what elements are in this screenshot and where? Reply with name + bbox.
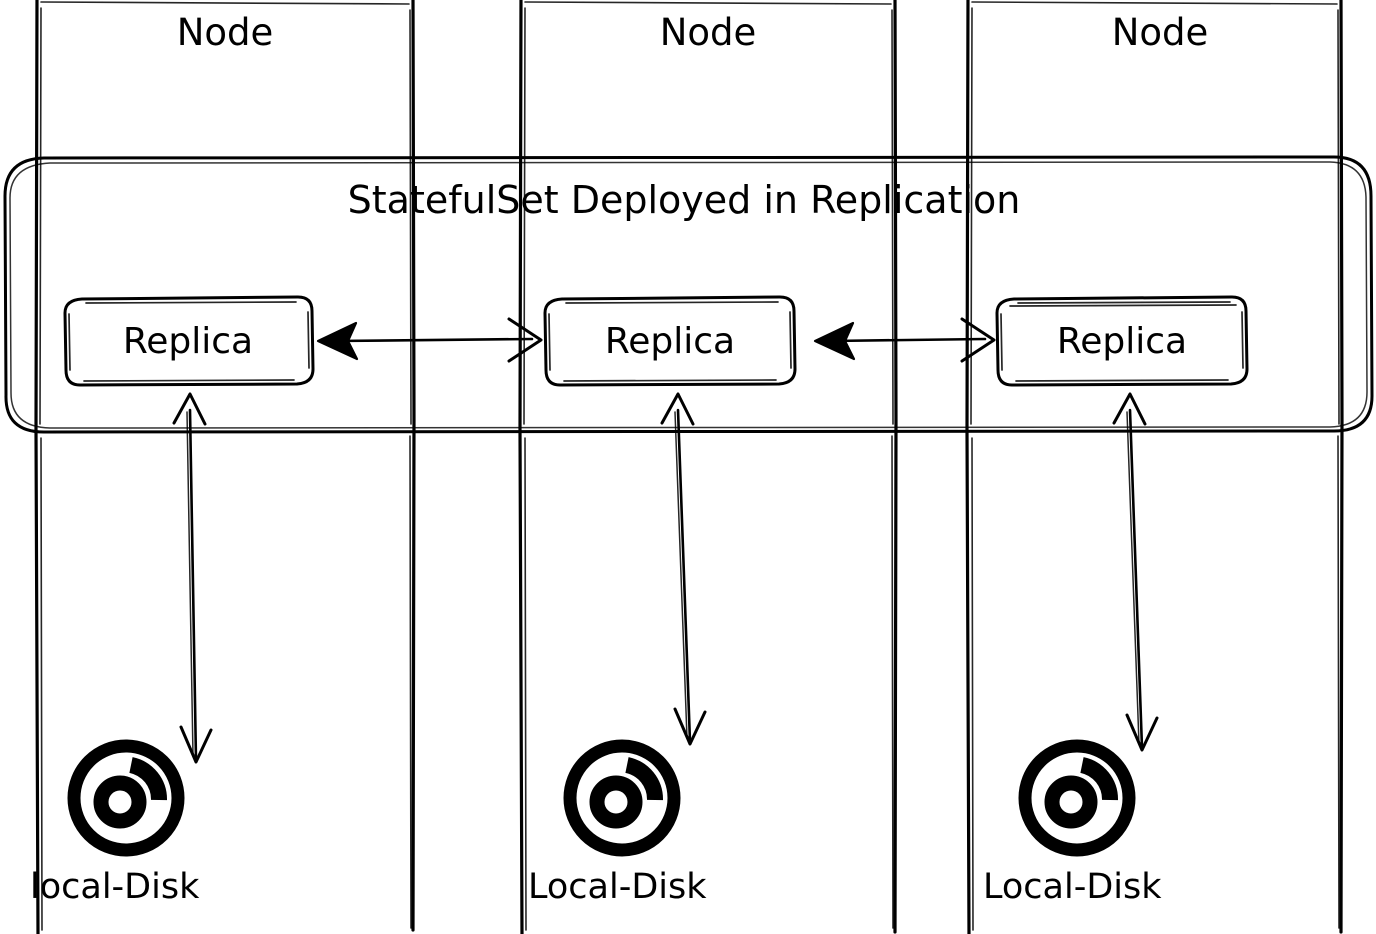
node-label-3: Node: [1112, 11, 1209, 54]
replication-arrow-2-3-head-left: [813, 321, 856, 361]
replication-arrow-2-3-line: [829, 337, 987, 343]
replication-arrow-1-2-head-right: [507, 317, 543, 363]
disk-link-2-line-ghost: [674, 411, 688, 739]
replica-group-3[interactable]: Replica: [995, 295, 1249, 387]
disk-link-2-line: [676, 408, 692, 744]
disk-link-1-line-ghost: [186, 411, 194, 757]
node-box-1-outline: [34, 0, 416, 934]
node-box-1-sketch-overlay: [39, 1, 412, 931]
disk-outer-ring-2: [563, 739, 681, 857]
node-group-1[interactable]: Node: [34, 0, 416, 934]
disk-link-1-head-up: [172, 392, 207, 426]
replication-arrow-2-3[interactable]: [813, 317, 996, 363]
disk-link-3-line: [1128, 408, 1144, 750]
replica-box-1-outline: [63, 295, 315, 387]
disk-outer-ring-1: [67, 739, 185, 857]
node-box-3-sketch-overlay: [970, 1, 1340, 931]
replica-box-3-sketch-overlay: [1000, 301, 1244, 382]
disk-link-3-head-down: [1125, 713, 1159, 752]
node-label-1: Node: [177, 11, 274, 54]
replica-label-2: Replica: [605, 321, 735, 362]
node-label-2: Node: [660, 11, 757, 54]
local-disk-label-1: local-Disk: [30, 867, 200, 907]
disk-link-3-line-ghost: [1126, 411, 1140, 745]
node-box-2-sketch-overlay: [523, 1, 894, 931]
statefulset-container[interactable]: StatefulSet Deployed in Replication: [3, 155, 1374, 434]
replica-box-2-outline: [543, 295, 797, 387]
local-disk-icon-1[interactable]: [67, 739, 185, 857]
disk-link-3[interactable]: [1112, 392, 1159, 752]
replica-box-2-sketch-overlay: [548, 301, 792, 382]
disk-link-2-head-down: [673, 707, 707, 746]
local-disk-icon-2[interactable]: [563, 739, 681, 857]
disk-link-1-line: [188, 408, 198, 762]
node-group-2[interactable]: Node: [518, 0, 898, 934]
replication-arrow-1-2[interactable]: [316, 317, 543, 363]
disk-link-2-head-up: [660, 392, 695, 426]
disk-hub-2: [589, 775, 643, 829]
replica-group-2[interactable]: Replica: [543, 295, 797, 387]
replication-arrow-1-2-line: [332, 337, 534, 343]
replica-box-3-outline: [995, 295, 1249, 387]
disk-link-2[interactable]: [660, 392, 707, 746]
statefulset-container-outline: [3, 155, 1374, 434]
disk-link-1-head-down: [179, 725, 213, 764]
disk-hub-1: [93, 775, 147, 829]
replication-arrow-2-3-head-right: [960, 317, 996, 363]
disk-link-1[interactable]: [172, 392, 213, 764]
statefulset-container-sketch-overlay: [9, 161, 1368, 429]
node-box-2-outline: [518, 0, 898, 934]
disk-arc-3: [1079, 757, 1118, 801]
disk-arc-2: [624, 757, 663, 801]
replication-arrow-1-2-head-left: [316, 321, 359, 361]
disk-arc-1: [128, 757, 167, 801]
local-disk-label-3: Local-Disk: [983, 867, 1162, 907]
disk-link-3-head-up: [1112, 392, 1147, 426]
replica-box-1-sketch-overlay: [68, 301, 310, 382]
replica-group-1[interactable]: Replica: [63, 295, 315, 387]
replica-label-1: Replica: [123, 321, 253, 362]
disk-hub-3: [1044, 775, 1098, 829]
replica-label-3: Replica: [1057, 321, 1187, 362]
disk-outer-ring-3: [1018, 739, 1136, 857]
statefulset-title: StatefulSet Deployed in Replication: [348, 178, 1021, 222]
local-disk-label-2: Local-Disk: [528, 867, 707, 907]
local-disk-icon-3[interactable]: [1018, 739, 1136, 857]
